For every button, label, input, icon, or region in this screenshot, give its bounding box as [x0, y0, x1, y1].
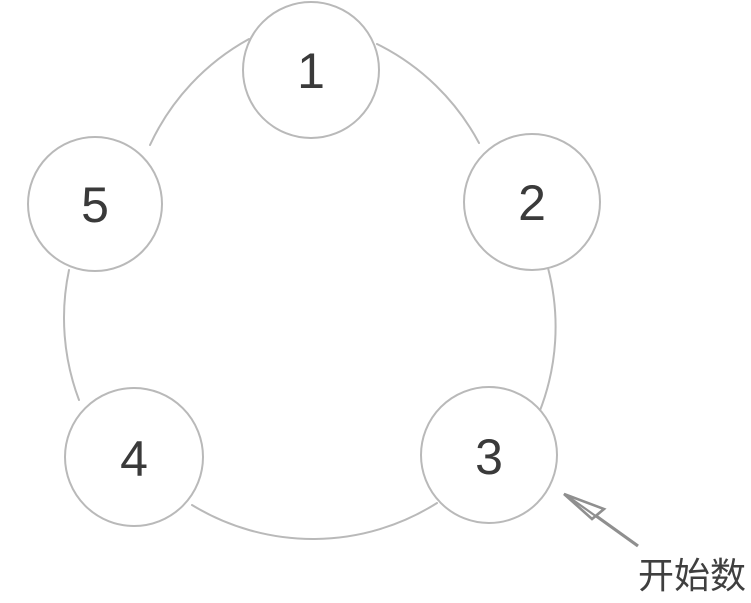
edge-5-to-1 — [149, 38, 250, 146]
node-5-label: 5 — [81, 177, 109, 233]
node-1-circle[interactable] — [242, 1, 380, 139]
node-2-circle[interactable] — [463, 133, 601, 271]
arrow-head-inner-line — [565, 494, 598, 518]
start-annotation-label: 开始数 — [638, 556, 746, 597]
edge-4-to-5 — [62, 269, 80, 401]
edge-1-to-2 — [376, 43, 480, 144]
edge-group — [62, 38, 557, 540]
start-annotation-arrow — [563, 492, 639, 548]
node-group — [27, 1, 601, 527]
node-4-label: 4 — [120, 431, 148, 487]
node-2-label: 2 — [518, 175, 546, 231]
node-3-circle[interactable] — [420, 386, 558, 524]
node-1-label: 1 — [297, 43, 325, 99]
arrow-shaft — [591, 511, 639, 548]
node-label-group: 1 2 3 4 5 — [81, 43, 546, 487]
node-5-circle[interactable] — [27, 136, 163, 272]
node-3-label: 3 — [475, 429, 503, 485]
node-4-circle[interactable] — [64, 387, 204, 527]
edge-2-to-3 — [538, 267, 557, 414]
edge-3-to-4 — [191, 502, 438, 540]
